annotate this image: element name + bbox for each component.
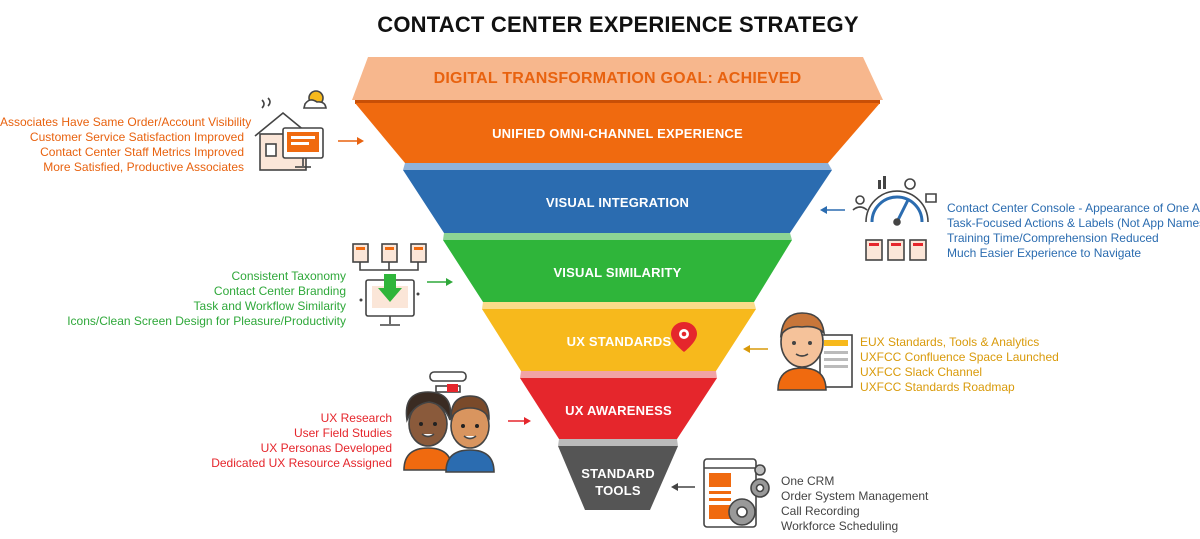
tier-tools-label: STANDARD TOOLS xyxy=(558,465,678,499)
note-item: UX Personas Developed xyxy=(260,441,392,455)
note-item: Task and Workflow Similarity xyxy=(193,299,346,313)
note-item: Much Easier Experience to Navigate xyxy=(947,246,1142,260)
designer-avatar-icon xyxy=(777,312,853,391)
note-item: Associates Have Same Order/Account Visib… xyxy=(0,115,252,129)
tier-unified xyxy=(355,103,880,163)
page-title: CONTACT CENTER EXPERIENCE STRATEGY xyxy=(377,12,859,37)
note-item: More Satisfied, Productive Associates xyxy=(43,160,244,174)
tier-similarity-top xyxy=(443,233,792,240)
note-item: Contact Center Staff Metrics Improved xyxy=(40,145,244,159)
tier-tools xyxy=(558,446,678,510)
note-item: UXFCC Standards Roadmap xyxy=(860,380,1015,394)
tier-unified-label: UNIFIED OMNI-CHANNEL EXPERIENCE xyxy=(492,126,743,141)
speedometer-dashboard-icon xyxy=(852,176,937,261)
note-item: UXFCC Slack Channel xyxy=(860,365,983,379)
note-item: Workforce Scheduling xyxy=(781,519,899,533)
arrow-awareness xyxy=(508,417,531,425)
note-item: Task-Focused Actions & Labels (Not App N… xyxy=(947,216,1200,230)
arrow-unified xyxy=(338,137,364,145)
notes-similarity: Consistent Taxonomy Contact Center Brand… xyxy=(0,269,346,329)
tier-standards-label: UX STANDARDS xyxy=(566,334,672,349)
notes-tools: One CRM Order System Management Call Rec… xyxy=(781,474,928,534)
tier-integration-label: VISUAL INTEGRATION xyxy=(545,195,690,210)
note-item: Consistent Taxonomy xyxy=(231,269,346,283)
location-pin-icon xyxy=(671,322,697,352)
gears-browser-icon xyxy=(703,458,770,528)
two-people-avatars-icon xyxy=(403,371,495,473)
arrow-similarity xyxy=(427,278,453,286)
notes-integration: Contact Center Console - Appearance of O… xyxy=(947,201,1200,261)
tier-integration xyxy=(403,170,832,233)
notes-awareness: UX Research User Field Studies UX Person… xyxy=(0,411,392,471)
arrow-tools xyxy=(671,483,695,491)
note-item: Order System Management xyxy=(781,489,929,503)
tier-integration-top xyxy=(403,163,832,170)
tier-tools-label-line-1: STANDARD xyxy=(581,466,655,481)
tier-awareness xyxy=(520,378,717,439)
goal-band xyxy=(352,57,883,100)
note-item: Call Recording xyxy=(781,504,860,518)
note-item: UXFCC Confluence Space Launched xyxy=(860,350,1059,364)
tier-tools-label-line-2: TOOLS xyxy=(595,483,641,498)
tier-awareness-label: UX AWARENESS xyxy=(565,403,672,418)
note-item: One CRM xyxy=(781,474,835,488)
arrow-standards xyxy=(743,345,768,353)
note-item: UX Research xyxy=(320,411,392,425)
house-with-computer-icon xyxy=(254,90,327,171)
notes-unified: Associates Have Same Order/Account Visib… xyxy=(0,115,252,175)
download-monitor-icon xyxy=(352,243,427,326)
notes-standards: EUX Standards, Tools & Analytics UXFCC C… xyxy=(860,335,1059,395)
tier-similarity-label: VISUAL SIMILARITY xyxy=(553,265,682,280)
tier-awareness-top xyxy=(520,371,717,378)
note-item: EUX Standards, Tools & Analytics xyxy=(860,335,1040,349)
note-item: Dedicated UX Resource Assigned xyxy=(211,456,392,470)
arrow-integration xyxy=(820,206,845,214)
note-item: User Field Studies xyxy=(293,426,392,440)
note-item: Contact Center Branding xyxy=(213,284,346,298)
tier-similarity xyxy=(443,240,792,302)
goal-label: DIGITAL TRANSFORMATION GOAL: ACHIEVED xyxy=(433,70,802,87)
tier-standards-top xyxy=(482,302,756,309)
tier-tools-top xyxy=(558,439,678,446)
note-item: Contact Center Console - Appearance of O… xyxy=(947,201,1200,215)
note-item: Customer Service Satisfaction Improved xyxy=(29,130,244,144)
note-item: Icons/Clean Screen Design for Pleasure/P… xyxy=(67,314,346,328)
note-item: Training Time/Comprehension Reduced xyxy=(947,231,1159,245)
